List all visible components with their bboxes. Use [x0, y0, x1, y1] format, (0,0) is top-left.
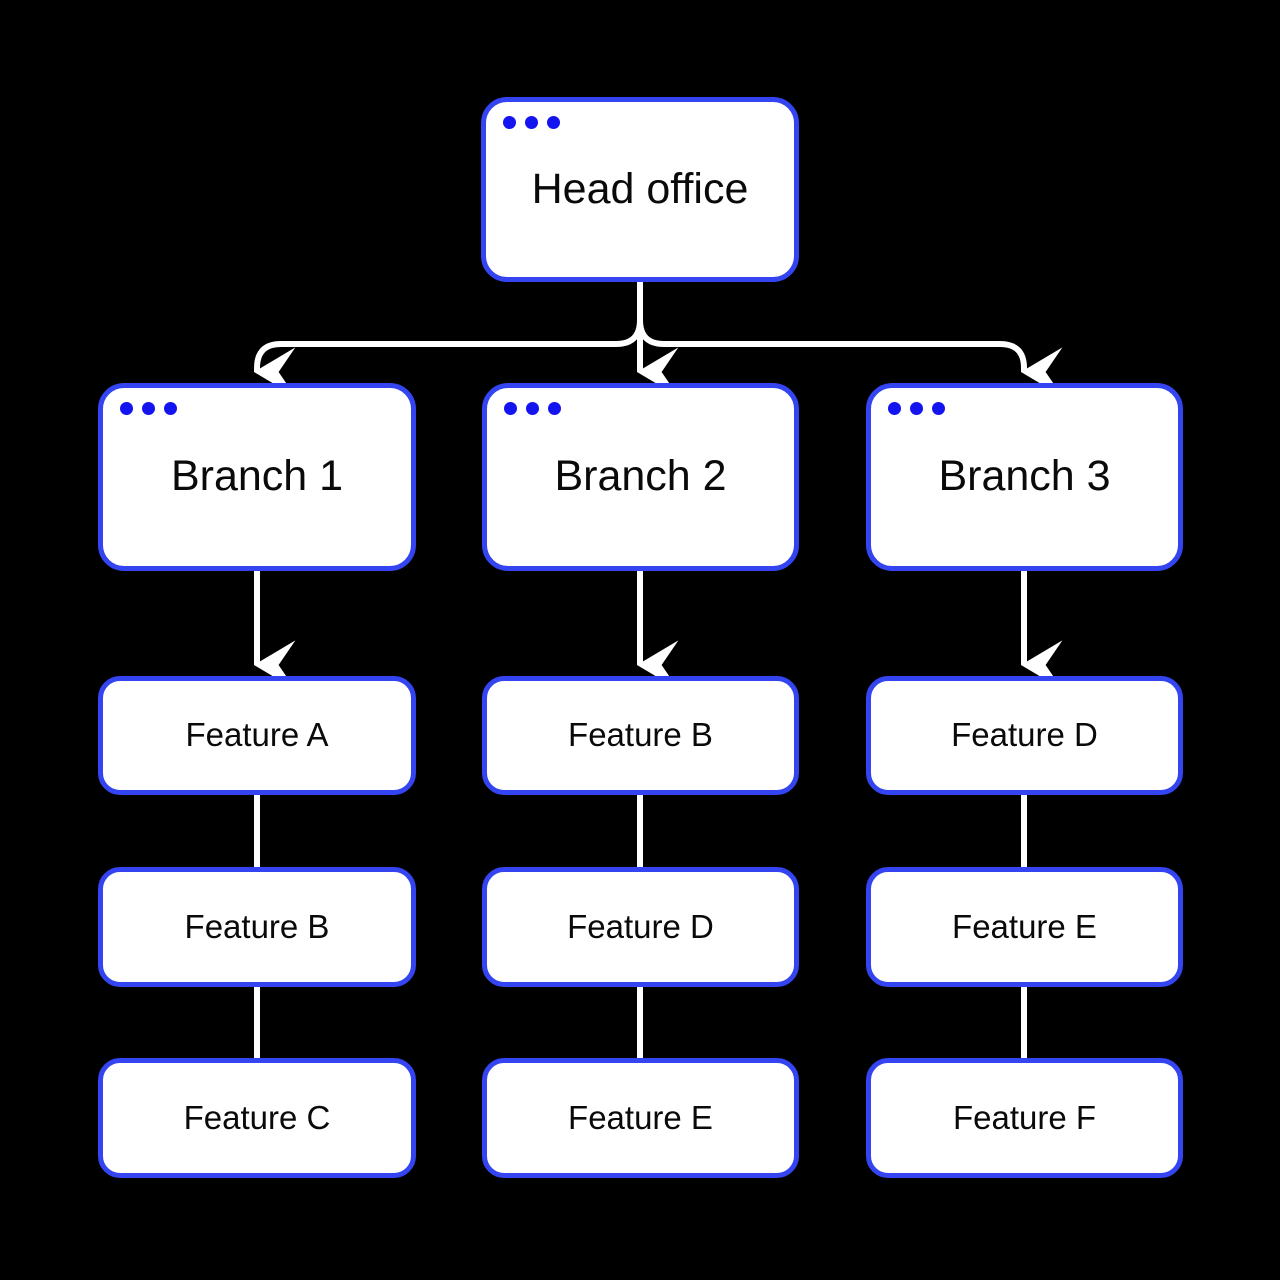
node-label: Feature B [568, 716, 713, 754]
node-feature-c3r1[interactable]: Feature D [866, 676, 1183, 795]
edge-root-to-branch1 [253, 319, 643, 397]
window-dot-icon [142, 402, 155, 415]
node-label: Feature E [568, 1098, 713, 1136]
window-dot-icon [504, 402, 517, 415]
window-dot-icon [526, 402, 539, 415]
node-feature-c3r2[interactable]: Feature E [866, 867, 1183, 987]
node-branch-1[interactable]: Branch 1 [98, 383, 416, 571]
node-feature-c1r1[interactable]: Feature A [98, 676, 416, 795]
window-dot-icon [525, 116, 538, 129]
node-feature-c2r1[interactable]: Feature B [482, 676, 799, 795]
window-dot-icon [548, 402, 561, 415]
window-dots [888, 402, 945, 415]
window-dots [504, 402, 561, 415]
node-label: Feature D [567, 907, 714, 945]
node-label: Head office [531, 164, 749, 213]
window-dot-icon [120, 402, 133, 415]
window-dots [120, 402, 177, 415]
node-feature-c2r3[interactable]: Feature E [482, 1058, 799, 1178]
node-feature-c3r3[interactable]: Feature F [866, 1058, 1183, 1178]
node-label: Feature C [183, 1098, 331, 1136]
window-dot-icon [888, 402, 901, 415]
node-feature-c1r3[interactable]: Feature C [98, 1058, 416, 1178]
window-dot-icon [910, 402, 923, 415]
edge-root-to-branch3 [637, 319, 1063, 397]
window-dot-icon [547, 116, 560, 129]
node-feature-c1r2[interactable]: Feature B [98, 867, 416, 987]
node-label: Feature B [184, 907, 330, 945]
node-feature-c2r2[interactable]: Feature D [482, 867, 799, 987]
node-branch-2[interactable]: Branch 2 [482, 383, 799, 571]
window-dot-icon [164, 402, 177, 415]
node-label: Feature A [185, 716, 329, 754]
node-label: Branch 3 [938, 452, 1111, 501]
node-label: Branch 2 [554, 452, 727, 501]
node-head-office[interactable]: Head office [481, 97, 799, 282]
window-dot-icon [932, 402, 945, 415]
node-branch-3[interactable]: Branch 3 [866, 383, 1183, 571]
node-label: Feature E [952, 907, 1097, 945]
node-label: Feature D [951, 716, 1098, 754]
window-dot-icon [503, 116, 516, 129]
window-dots [503, 116, 560, 129]
node-label: Feature F [952, 1098, 1097, 1136]
node-label: Branch 1 [170, 452, 344, 501]
